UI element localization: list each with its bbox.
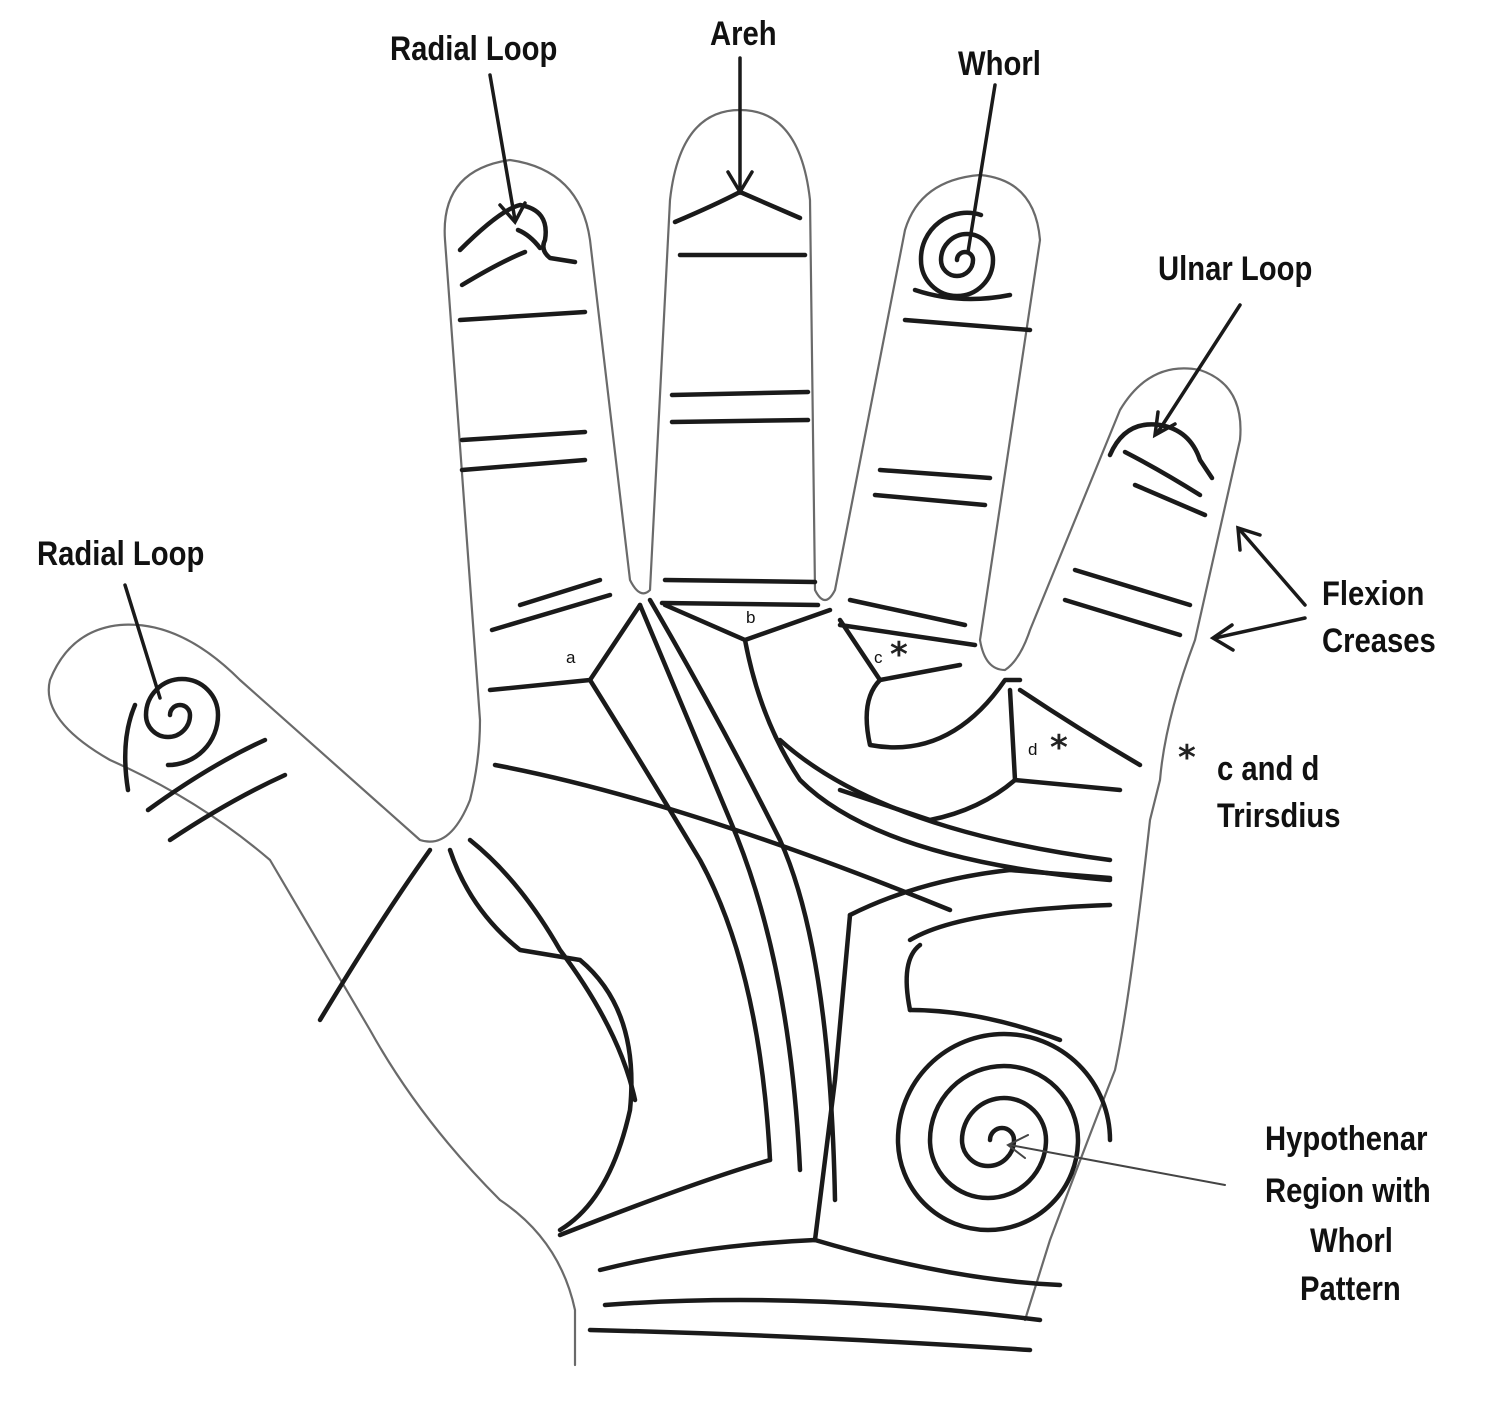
triradius-b: b <box>746 608 756 627</box>
index-finger-radial-loop <box>457 202 613 633</box>
middle-finger-arch <box>659 189 821 608</box>
little-finger-ulnar-loop <box>1062 422 1215 638</box>
arrow-flexion-1 <box>1238 528 1307 607</box>
label-arrows <box>123 56 1307 1186</box>
palm-ridges <box>317 597 1143 1353</box>
label-ulnar-loop: Ulnar Loop <box>1158 250 1313 288</box>
label-triradius-2: Trirsdius <box>1217 797 1341 835</box>
label-radial-loop-thumb: Radial Loop <box>37 535 205 573</box>
hypothenar-whorl <box>895 1007 1113 1233</box>
label-hypothenar-1: Hypothenar <box>1265 1120 1428 1158</box>
label-triradius-1: c and d <box>1217 750 1320 788</box>
label-arch: Areh <box>710 15 777 53</box>
label-flexion-1: Flexion <box>1322 575 1425 613</box>
label-whorl: Whorl <box>958 45 1041 83</box>
thumb-radial-loop <box>123 676 288 843</box>
triradius-d-star: * <box>1050 728 1068 768</box>
arrow-whorl <box>966 83 997 254</box>
label-hypothenar-2: Region with <box>1265 1172 1431 1210</box>
arrow-thumb-loop <box>123 583 162 700</box>
triradius-c-star: * <box>890 635 908 675</box>
hand-outline <box>47 108 1242 1367</box>
label-radial-loop-index: Radial Loop <box>390 30 558 68</box>
label-hypothenar-3: Whorl <box>1310 1222 1393 1260</box>
arrow-ulnar-loop <box>1156 303 1242 434</box>
triradius-a: a <box>566 648 576 667</box>
triradius-c: c <box>874 648 883 667</box>
arrow-flexion-2 <box>1213 616 1307 640</box>
label-flexion-2: Creases <box>1322 622 1436 660</box>
ring-finger-whorl <box>837 210 1033 648</box>
triradius-star-legend: * <box>1178 738 1196 778</box>
label-hypothenar-4: Pattern <box>1300 1270 1401 1308</box>
arrow-radial-loop-top <box>488 73 517 222</box>
arrow-hypothenar <box>1009 1144 1226 1186</box>
triradius-d: d <box>1028 740 1038 759</box>
